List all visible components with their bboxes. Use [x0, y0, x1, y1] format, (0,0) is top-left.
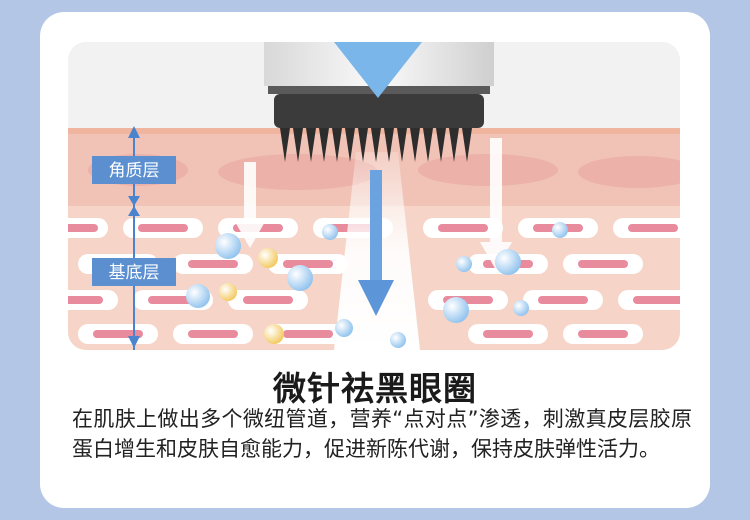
- label-basal-layer-text: 基底层: [109, 263, 160, 283]
- content-card: 角质层 基底层 微针祛黑眼圈 在肌肤上做出多个微纽管道，营养“点对点”渗透，刺激…: [40, 12, 710, 508]
- label-stratum-corneum: 角质层: [92, 156, 176, 184]
- page-title: 微针祛黑眼圈: [273, 369, 477, 408]
- microneedle-illustration: 角质层 基底层: [68, 42, 680, 350]
- description-text: 在肌肤上做出多个微纽管道，营养“点对点”渗透，刺激真皮层胶原蛋白增生和皮肤自愈能…: [72, 407, 692, 461]
- nutrient-bubbles: [186, 222, 568, 348]
- microneedle-device: [264, 42, 494, 162]
- label-stratum-corneum-text: 角质层: [109, 161, 160, 181]
- device-arrow-icon: [334, 42, 422, 98]
- label-basal-layer: 基底层: [92, 258, 176, 286]
- penetration-arrow: [358, 170, 394, 316]
- side-arrows: [234, 138, 512, 270]
